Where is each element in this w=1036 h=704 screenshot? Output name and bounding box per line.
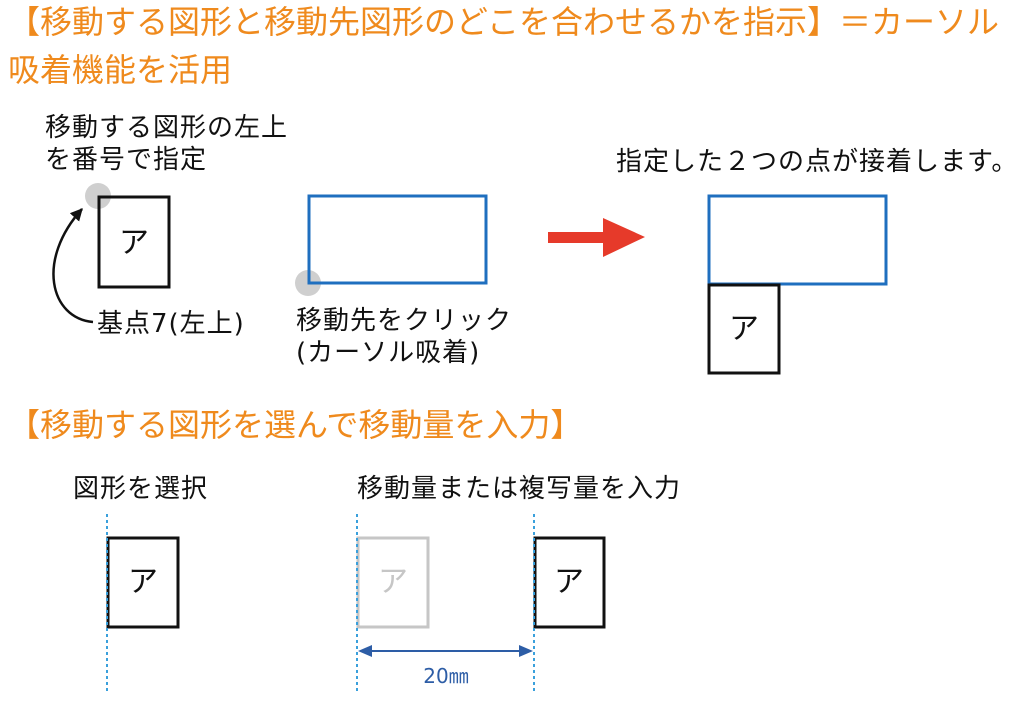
dimension-arrowhead-left-icon [358, 645, 372, 657]
dimension-arrowhead-right-icon [519, 645, 533, 657]
base-point-curved-arrow [52, 208, 94, 324]
source-caption-line2: を番号で指定 [45, 145, 208, 175]
select-caption: 図形を選択 [73, 474, 209, 504]
moved-shape-label: ア [554, 565, 584, 600]
section1-title-line2: 吸着機能を活用 [8, 51, 233, 89]
move-distance-group: ア ア 20㎜ [356, 514, 606, 692]
result-moved-box [707, 283, 781, 375]
result-shape-label: ア [729, 312, 759, 347]
selected-shape-label: ア [128, 565, 158, 600]
source-shape-box [97, 195, 171, 289]
target-shape-box [307, 194, 488, 285]
section1-title-line1: 【移動する図形と移動先図形のどこを合わせるかを指示】＝カーソル [8, 3, 1000, 41]
result-caption: 指定した２つの点が接着します。 [616, 147, 1019, 177]
result-group: ア [707, 194, 888, 375]
original-ghost-label: ア [378, 565, 408, 600]
input-caption: 移動量または複写量を入力 [357, 474, 682, 504]
source-shape-label: ア [119, 226, 149, 261]
section2-title: 【移動する図形を選んで移動量を入力】 [8, 406, 583, 444]
right-arrow-icon [548, 218, 645, 257]
source-caption-line1: 移動する図形の左上 [45, 113, 289, 143]
target-shape-group [295, 194, 488, 296]
source-shape-group: ア [52, 183, 171, 324]
target-caption-line1: 移動先をクリック [296, 306, 513, 336]
select-shape-group: ア [106, 514, 180, 692]
result-target-box [707, 194, 888, 286]
distance-label: 20㎜ [423, 664, 468, 688]
target-caption-line2: (カーソル吸着) [296, 338, 481, 368]
base-point-label: 基点7(左上) [97, 309, 245, 339]
